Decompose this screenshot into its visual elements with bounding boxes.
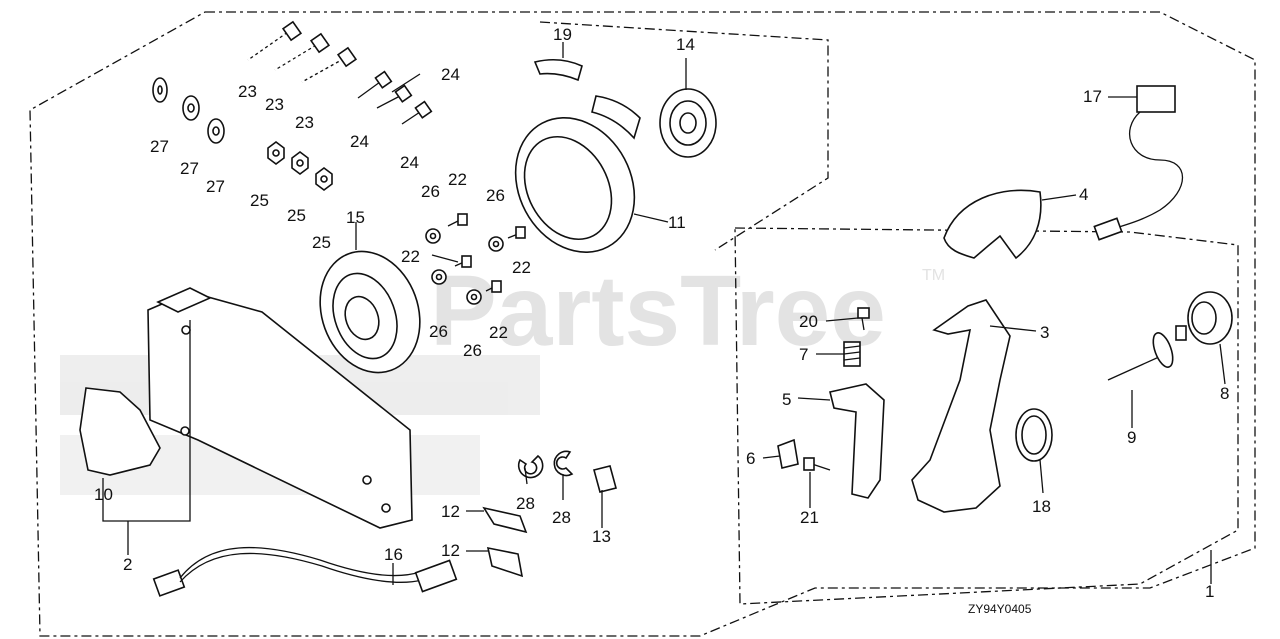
part-14-gear bbox=[659, 88, 717, 158]
callout-14: 14 bbox=[676, 35, 695, 54]
callout-7: 7 bbox=[799, 345, 808, 364]
callout-3: 3 bbox=[1040, 323, 1049, 342]
part-12-plate-b bbox=[486, 546, 524, 578]
part-5-lever bbox=[829, 383, 885, 499]
callout-19: 19 bbox=[553, 25, 572, 44]
part-20-screw bbox=[857, 307, 870, 331]
callout-28-b: 28 bbox=[552, 508, 571, 527]
callout-23-b: 23 bbox=[265, 95, 284, 114]
callout-28-a: 28 bbox=[516, 494, 535, 513]
callout-23-c: 23 bbox=[295, 113, 314, 132]
callout-12-b: 12 bbox=[441, 541, 460, 560]
part-19-shoe bbox=[533, 58, 583, 82]
callout-27-c: 27 bbox=[206, 177, 225, 196]
nut-25-c bbox=[315, 167, 333, 191]
callout-21: 21 bbox=[800, 508, 819, 527]
assembly-boundary bbox=[29, 11, 1256, 637]
callout-25-c: 25 bbox=[312, 233, 331, 252]
callout-6: 6 bbox=[746, 449, 755, 468]
watermark-trademark: TM bbox=[922, 267, 945, 284]
part-19-shoe-b bbox=[591, 95, 641, 140]
part-9-shaft bbox=[1107, 325, 1187, 381]
callout-22-c: 22 bbox=[512, 258, 531, 277]
part-6-block bbox=[777, 438, 799, 469]
callout-24-a: 24 bbox=[441, 65, 460, 84]
callout-22-d: 22 bbox=[489, 323, 508, 342]
part-7-spring bbox=[843, 341, 861, 367]
callout-4: 4 bbox=[1079, 185, 1088, 204]
nut-26-a bbox=[425, 228, 441, 244]
screw-24-b bbox=[376, 84, 413, 109]
screw-24-a bbox=[357, 70, 393, 99]
part-28-clip-a bbox=[517, 454, 544, 479]
callout-26-a: 26 bbox=[421, 182, 440, 201]
part-4-cover bbox=[943, 189, 1042, 260]
nut-25-a bbox=[267, 141, 285, 165]
callout-20: 20 bbox=[799, 312, 818, 331]
screw-23-a bbox=[247, 20, 303, 61]
callout-11: 11 bbox=[668, 213, 686, 232]
part-10-cover bbox=[79, 387, 161, 476]
callout-9: 9 bbox=[1127, 428, 1136, 447]
callout-26-d: 26 bbox=[463, 341, 482, 360]
part-28-clip-b bbox=[553, 450, 574, 477]
callout-25-b: 25 bbox=[287, 206, 306, 225]
screw-24-c bbox=[401, 100, 433, 125]
screw-23-b bbox=[274, 32, 331, 71]
callout-16: 16 bbox=[384, 545, 403, 564]
callout-10: 10 bbox=[94, 485, 113, 504]
bolt-22-a bbox=[447, 213, 468, 227]
callout-23-a: 23 bbox=[238, 82, 257, 101]
washer-27-a bbox=[152, 77, 168, 103]
callout-12-a: 12 bbox=[441, 502, 460, 521]
callout-25-a: 25 bbox=[250, 191, 269, 210]
callout-22-b: 22 bbox=[401, 247, 420, 266]
part-17-switch bbox=[1093, 85, 1184, 241]
bolt-22-c bbox=[507, 226, 526, 239]
part-15-plate bbox=[319, 250, 421, 374]
part-18-washer-hole bbox=[1021, 415, 1047, 455]
callout-18: 18 bbox=[1032, 497, 1051, 516]
callout-24-b: 24 bbox=[350, 132, 369, 151]
bolt-22-d bbox=[485, 280, 502, 293]
callout-26-c: 26 bbox=[429, 322, 448, 341]
nut-26-c bbox=[488, 236, 504, 252]
part-16-harness bbox=[152, 547, 458, 597]
watermark: PartsTree bbox=[430, 255, 886, 367]
callout-15: 15 bbox=[346, 208, 365, 227]
part-21-screw bbox=[803, 457, 831, 471]
part-11-ring bbox=[514, 117, 636, 253]
callout-27-b: 27 bbox=[180, 159, 199, 178]
nut-26-b bbox=[431, 269, 447, 285]
callout-2: 2 bbox=[123, 555, 132, 574]
callout-24-c: 24 bbox=[400, 153, 419, 172]
ring-group-boundary bbox=[539, 21, 829, 251]
bolt-22-b bbox=[454, 255, 472, 268]
leader-lines bbox=[102, 42, 1226, 585]
callout-8: 8 bbox=[1220, 384, 1229, 403]
callout-27-a: 27 bbox=[150, 137, 169, 156]
callout-1: 1 bbox=[1205, 582, 1214, 601]
part-13-clip bbox=[593, 465, 617, 493]
washer-27-c bbox=[207, 118, 225, 144]
callout-22-a: 22 bbox=[448, 170, 467, 189]
callout-5: 5 bbox=[782, 390, 791, 409]
callout-17: 17 bbox=[1083, 87, 1102, 106]
part-8-cap bbox=[1187, 291, 1233, 345]
callout-26-b: 26 bbox=[486, 186, 505, 205]
nut-26-d bbox=[466, 289, 482, 305]
callout-13: 13 bbox=[592, 527, 611, 546]
drawing-code: ZY94Y0405 bbox=[968, 602, 1032, 616]
nut-25-b bbox=[291, 151, 309, 175]
part-2-housing bbox=[147, 287, 413, 529]
washer-27-b bbox=[182, 95, 200, 121]
part-3-arm bbox=[911, 299, 1011, 513]
screw-23-c bbox=[301, 46, 358, 83]
part-12-plate-a bbox=[482, 506, 528, 534]
callout-labels: 1 2 3 4 5 6 7 8 9 10 11 12 12 13 14 15 1… bbox=[94, 25, 1229, 601]
